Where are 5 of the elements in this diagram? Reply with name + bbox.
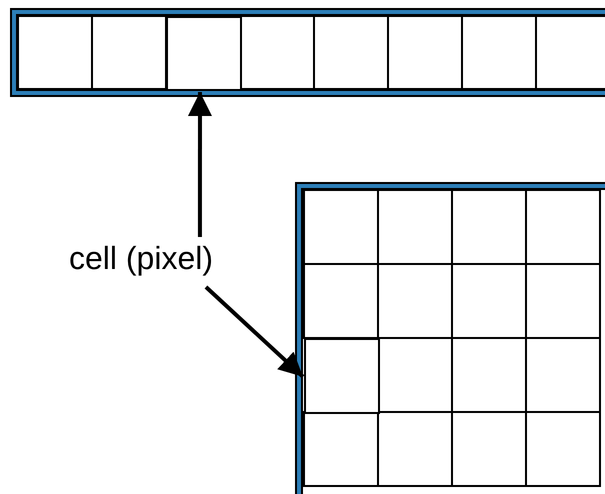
leader-arrow — [204, 286, 304, 378]
callout-label: cell (pixel) — [25, 240, 257, 284]
cell — [304, 338, 380, 414]
leader-arrow — [188, 92, 212, 237]
cell — [166, 16, 242, 91]
